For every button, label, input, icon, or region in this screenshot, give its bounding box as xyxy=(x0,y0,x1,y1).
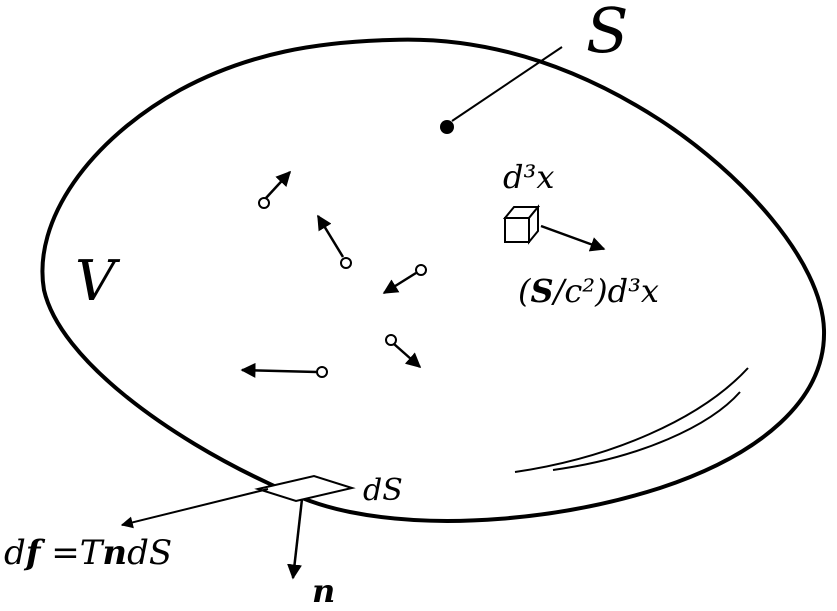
force-label-d: d xyxy=(4,533,26,573)
flux-label-pre: ( xyxy=(518,272,532,310)
force-label-end: dS xyxy=(127,533,172,573)
momentum-arrow-3 xyxy=(382,271,417,295)
momentum-arrow-5 xyxy=(240,362,318,378)
momentum-arrow-4 xyxy=(393,343,422,368)
flux-label: (S/c²)d³x xyxy=(518,272,659,310)
force-label-f: f xyxy=(24,533,46,573)
force-label-mid: =T xyxy=(40,533,104,573)
particle-circle-2 xyxy=(340,257,352,269)
volume-label: V xyxy=(75,249,121,314)
particle-2 xyxy=(316,214,352,269)
flux-label-s: S xyxy=(530,272,553,310)
particle-1 xyxy=(258,170,292,209)
flux-label-post: /c²)d³x xyxy=(551,272,659,310)
surface-element-patch xyxy=(254,474,356,503)
momentum-arrow-1 xyxy=(265,170,292,199)
surface-curvature-line-1 xyxy=(514,367,749,473)
surface-pointer-line xyxy=(451,46,563,122)
particle-circle-5 xyxy=(316,366,328,378)
particle-4 xyxy=(385,334,422,368)
flux-arrow xyxy=(540,224,606,252)
force-label: df =TndS xyxy=(4,533,172,573)
volume-element-cube xyxy=(502,204,541,245)
particle-circle-1 xyxy=(258,197,270,209)
cube-right-face xyxy=(528,204,539,245)
surface-curvature-line-2 xyxy=(552,391,741,471)
surface-element-label: dS xyxy=(363,473,403,508)
particle-circle-4 xyxy=(385,334,397,346)
particle-5 xyxy=(240,362,328,378)
force-arrow xyxy=(120,488,269,529)
momentum-arrow-2 xyxy=(316,214,345,258)
surface-label: S xyxy=(586,0,628,67)
force-label-n: n xyxy=(102,533,127,573)
particle-3 xyxy=(382,264,427,295)
normal-label: n xyxy=(312,572,335,610)
volume-element-label: d³x xyxy=(503,158,554,196)
normal-arrow xyxy=(287,498,304,580)
cube-front-face xyxy=(504,217,530,243)
volume-boundary-outline xyxy=(40,37,827,523)
particle-circle-3 xyxy=(415,264,427,276)
surface-point-dot xyxy=(440,120,454,134)
